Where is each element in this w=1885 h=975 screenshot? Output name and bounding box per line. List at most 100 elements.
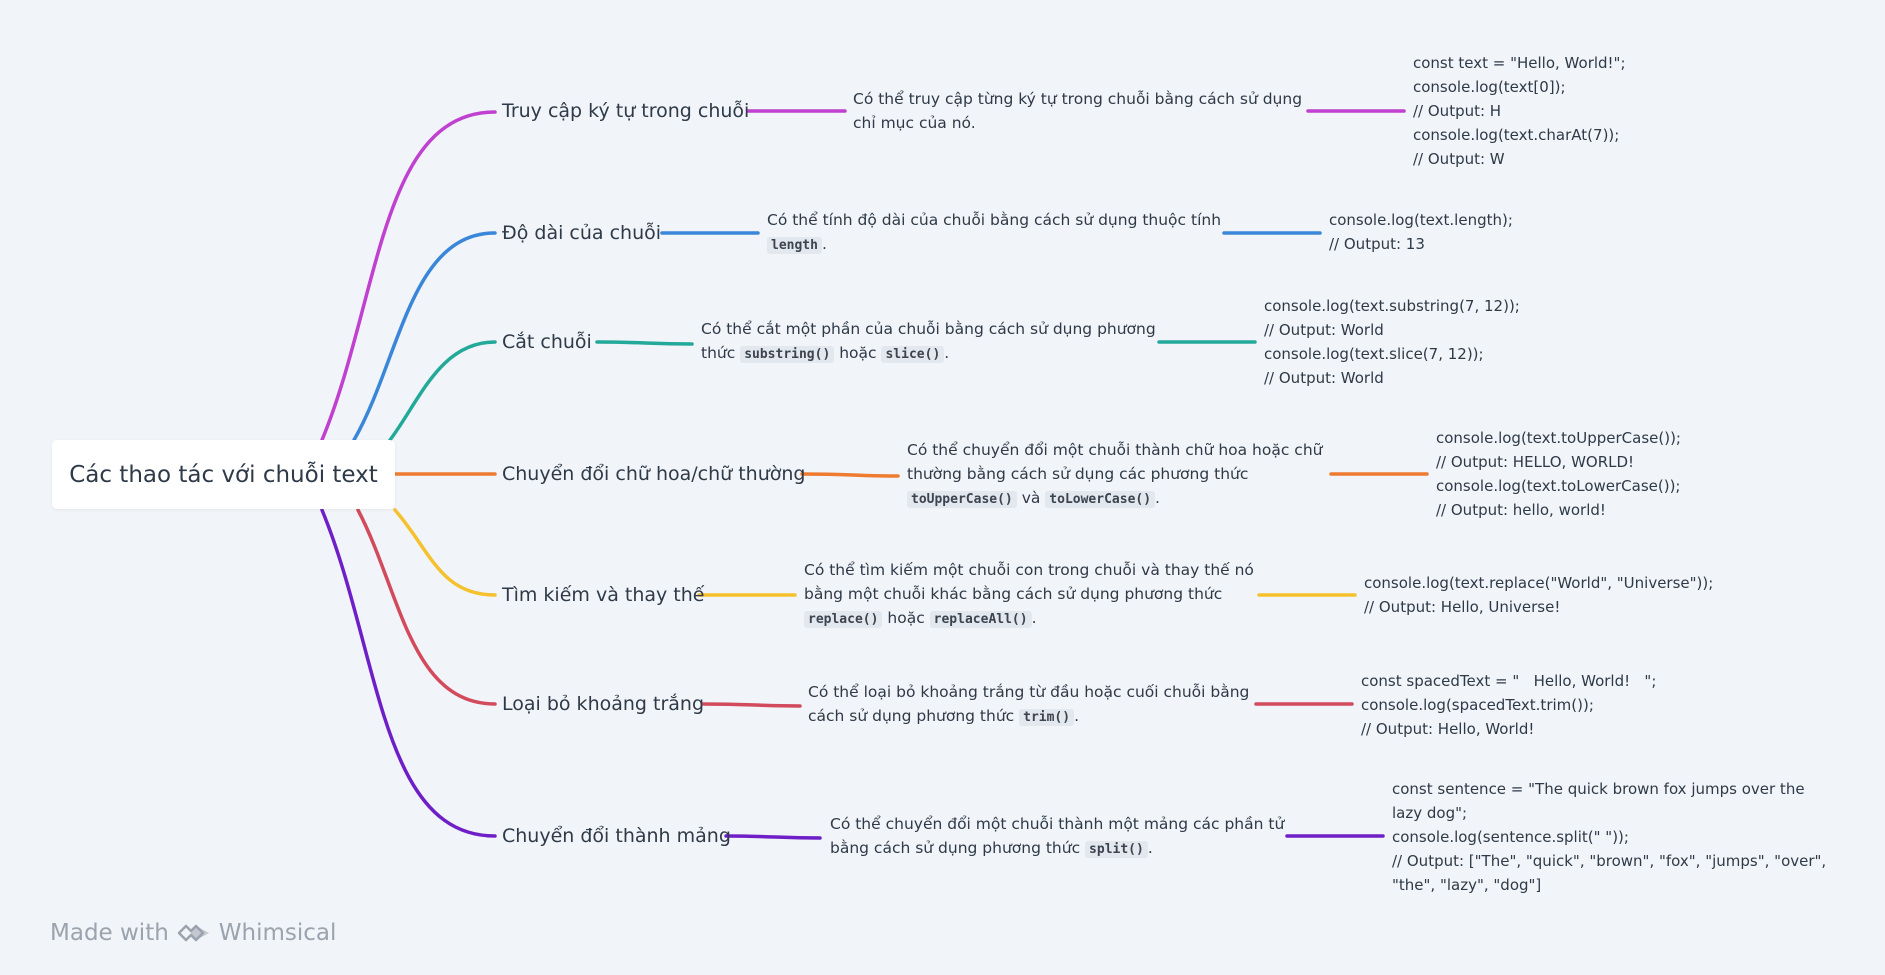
desc-text: hoặc xyxy=(839,344,877,362)
desc-line: chỉ mục của nó. xyxy=(853,114,976,132)
desc-tim-kiem-thay-the[interactable]: Có thể tìm kiếm một chuỗi con trong chuỗ… xyxy=(804,558,1254,632)
desc-line: Có thể cắt một phần của chuỗi bằng cách … xyxy=(701,320,1156,338)
desc-end: . xyxy=(1031,609,1037,627)
code-line: // Output: World xyxy=(1264,369,1384,387)
desc-chu-hoa-thuong[interactable]: Có thể chuyển đổi một chuỗi thành chữ ho… xyxy=(907,438,1322,512)
code-line: // Output: Hello, Universe! xyxy=(1364,598,1561,616)
whimsical-logo-icon xyxy=(177,924,209,942)
connector-topic-desc-4 xyxy=(800,472,900,478)
desc-chuyen-thanh-mang[interactable]: Có thể chuyển đổi một chuỗi thành một mả… xyxy=(830,812,1284,862)
code-line: "the", "lazy", "dog"] xyxy=(1392,876,1542,894)
desc-end: . xyxy=(944,344,950,362)
topic-chuyen-thanh-mang[interactable]: Chuyển đổi thành mảng xyxy=(502,824,731,848)
desc-text: và xyxy=(1021,489,1041,507)
topic-cat-chuoi[interactable]: Cắt chuỗi xyxy=(502,330,592,354)
code-line: console.log(text.charAt(7)); xyxy=(1413,126,1620,144)
made-with-whimsical-link[interactable]: Made with Whimsical xyxy=(50,920,336,946)
inline-code: replace() xyxy=(804,611,883,628)
topic-label: Truy cập ký tự trong chuỗi xyxy=(502,100,750,122)
code-line: console.log(spacedText.trim()); xyxy=(1361,696,1594,714)
code-truy-cap-ky-tu[interactable]: const text = "Hello, World!"; console.lo… xyxy=(1413,51,1626,171)
desc-end: . xyxy=(1147,839,1153,857)
code-line: // Output: 13 xyxy=(1329,235,1425,253)
root-label: Các thao tác với chuỗi text xyxy=(69,461,378,488)
code-line: console.log(text.toLowerCase()); xyxy=(1436,477,1681,495)
code-line: // Output: World xyxy=(1264,321,1384,339)
desc-line: Có thể tìm kiếm một chuỗi con trong chuỗ… xyxy=(804,561,1254,579)
desc-text: cách sử dụng phương thức xyxy=(808,707,1015,725)
connector-root-b6 xyxy=(356,508,497,706)
topic-loai-bo-khoang-trang[interactable]: Loại bỏ khoảng trắng xyxy=(502,692,704,716)
code-line: lazy dog"; xyxy=(1392,804,1468,822)
topic-label: Loại bỏ khoảng trắng xyxy=(502,693,705,715)
topic-truy-cap-ky-tu[interactable]: Truy cập ký tự trong chuỗi xyxy=(502,99,749,123)
connector-topic-desc-3 xyxy=(595,340,694,346)
code-line: const spacedText = " Hello, World! "; xyxy=(1361,672,1657,690)
code-line: console.log(text.slice(7, 12)); xyxy=(1264,345,1484,363)
topic-label: Cắt chuỗi xyxy=(502,331,592,353)
desc-line: Có thể chuyển đổi một chuỗi thành chữ ho… xyxy=(907,441,1323,459)
inline-code: substring() xyxy=(740,346,835,363)
code-line: // Output: H xyxy=(1413,102,1502,120)
desc-loai-bo-khoang-trang[interactable]: Có thể loại bỏ khoảng trắng từ đầu hoặc … xyxy=(808,680,1249,730)
code-line: console.log(text.substring(7, 12)); xyxy=(1264,297,1520,315)
code-chuyen-thanh-mang[interactable]: const sentence = "The quick brown fox ju… xyxy=(1392,777,1826,897)
inline-code: length xyxy=(767,237,822,254)
code-line: const text = "Hello, World!"; xyxy=(1413,54,1626,72)
inline-code: trim() xyxy=(1019,709,1075,726)
code-line: console.log(text[0]); xyxy=(1413,78,1566,96)
topic-chu-hoa-thuong[interactable]: Chuyển đổi chữ hoa/chữ thường xyxy=(502,462,805,486)
connector-topic-desc-6 xyxy=(701,702,802,708)
desc-text: bằng cách sử dụng phương thức xyxy=(830,839,1081,857)
desc-text: hoặc xyxy=(887,609,925,627)
desc-text: thức xyxy=(701,344,736,362)
topic-label: Tìm kiếm và thay thế xyxy=(502,584,705,606)
code-loai-bo-khoang-trang[interactable]: const spacedText = " Hello, World! "; co… xyxy=(1361,669,1656,741)
desc-cat-chuoi[interactable]: Có thể cắt một phần của chuỗi bằng cách … xyxy=(701,317,1156,367)
inline-code: replaceAll() xyxy=(929,611,1032,628)
desc-end: . xyxy=(1074,707,1080,725)
topic-tim-kiem-thay-the[interactable]: Tìm kiếm và thay thế xyxy=(502,583,704,607)
desc-line: bằng một chuỗi khác bằng cách sử dụng ph… xyxy=(804,585,1223,603)
root-node[interactable]: Các thao tác với chuỗi text xyxy=(52,440,395,509)
code-line: console.log(text.length); xyxy=(1329,211,1513,229)
inline-code: toUpperCase() xyxy=(907,491,1017,508)
code-line: console.log(text.toUpperCase()); xyxy=(1436,429,1681,447)
desc-line: thường bằng cách sử dụng các phương thức xyxy=(907,465,1249,483)
connector-root-b5 xyxy=(393,508,497,597)
code-line: console.log(text.replace("World", "Unive… xyxy=(1364,574,1714,592)
connector-root-b3 xyxy=(388,340,497,442)
code-do-dai[interactable]: console.log(text.length); // Output: 13 xyxy=(1329,208,1513,256)
desc-line: Có thể loại bỏ khoảng trắng từ đầu hoặc … xyxy=(808,683,1250,701)
code-line: // Output: W xyxy=(1413,150,1505,168)
topic-label: Chuyển đổi thành mảng xyxy=(502,825,731,847)
desc-end: . xyxy=(1155,489,1160,507)
code-tim-kiem-thay-the[interactable]: console.log(text.replace("World", "Unive… xyxy=(1364,571,1713,619)
desc-line: Có thể truy cập từng ký tự trong chuỗi b… xyxy=(853,90,1303,108)
code-line: // Output: hello, world! xyxy=(1436,501,1606,519)
code-chu-hoa-thuong[interactable]: console.log(text.toUpperCase()); // Outp… xyxy=(1436,426,1681,522)
code-line: const sentence = "The quick brown fox ju… xyxy=(1392,780,1805,798)
topic-do-dai[interactable]: Độ dài của chuỗi xyxy=(502,221,661,245)
connector-topic-desc-7 xyxy=(724,834,822,840)
code-line: // Output: HELLO, WORLD! xyxy=(1436,453,1635,471)
code-line: console.log(sentence.split(" ")); xyxy=(1392,828,1629,846)
inline-code: toLowerCase() xyxy=(1045,491,1156,508)
desc-line: Có thể tính độ dài của chuỗi bằng cách s… xyxy=(767,211,1222,229)
inline-code: slice() xyxy=(881,346,945,363)
connector-root-b2 xyxy=(352,231,497,442)
desc-truy-cap-ky-tu[interactable]: Có thể truy cập từng ký tự trong chuỗi b… xyxy=(853,87,1302,135)
made-with-label: Made with xyxy=(50,920,169,946)
desc-line: Có thể chuyển đổi một chuỗi thành một mả… xyxy=(830,815,1285,833)
code-line: // Output: Hello, World! xyxy=(1361,720,1535,738)
desc-end: . xyxy=(821,235,827,253)
topic-label: Độ dài của chuỗi xyxy=(502,222,662,244)
whimsical-brand: Whimsical xyxy=(218,920,337,946)
topic-label: Chuyển đổi chữ hoa/chữ thường xyxy=(502,463,806,485)
code-line: // Output: ["The", "quick", "brown", "fo… xyxy=(1392,852,1827,870)
code-cat-chuoi[interactable]: console.log(text.substring(7, 12)); // O… xyxy=(1264,294,1520,390)
desc-do-dai[interactable]: Có thể tính độ dài của chuỗi bằng cách s… xyxy=(767,208,1221,258)
connector-root-b7 xyxy=(320,508,497,838)
inline-code: split() xyxy=(1085,841,1148,858)
